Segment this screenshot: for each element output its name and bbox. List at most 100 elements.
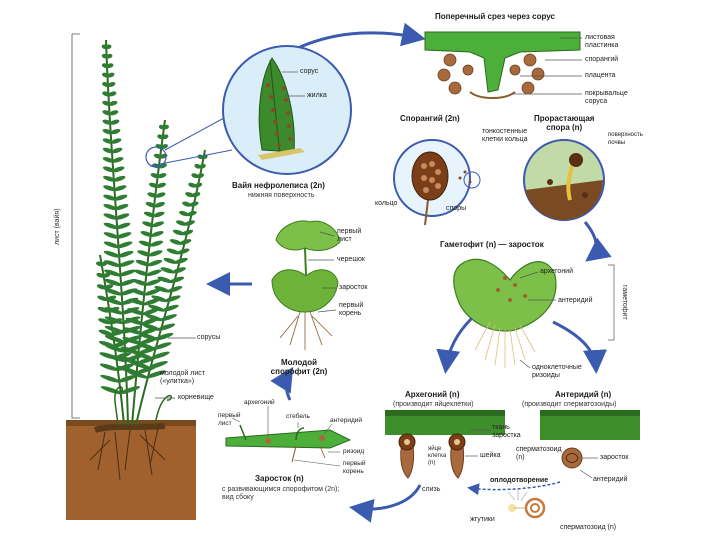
antheridium-panel [540,410,640,478]
sperm-label: сперматозоид (n) [516,446,564,462]
flagella-label: жгутики [470,516,495,524]
sperm-cell [508,490,544,517]
arrow-to-antheridium [553,322,596,368]
rhizoids-label: одноклеточные ризоиды [532,364,582,380]
zoom-line [165,118,224,150]
side-first-leaf-label: первый лист [218,412,241,428]
archegonium-title: Архегоний (n) [405,390,459,399]
pinna [163,257,178,265]
sperm-bottom-label: сперматозоид (n) [560,524,616,532]
pinna [169,275,185,284]
young-sporophyte-title: Молодой спорофит (2n) [264,358,334,376]
pinna [166,285,183,294]
archegonium-label: архегоний [540,268,573,276]
flagella [508,490,527,501]
antheridium-prothallus-label: заросток [600,454,628,462]
tissue-label: ткань заростка [492,424,521,440]
antheridium-subtitle: (производит сперматозоиды) [522,401,617,409]
archegonium-subtitle: (производит яйцеклетки) [393,401,473,409]
pinna [151,220,164,228]
sporangium-title: Спорангий (2n) [400,114,460,123]
arrow-to-archegonium [446,318,472,368]
spores-label: споры [446,205,466,213]
germinating-spore-title: Прорастающая спора (n) [534,114,594,132]
soil-surface-label: поверхность почвы [608,131,643,147]
arrow-to-gametophyte [585,222,596,258]
first-leaf-label: первый лист [337,228,361,244]
side-stem-label: стебель [286,413,310,421]
cs-label-indusium: покрывальце соруса [585,90,628,106]
side-archegonium-label: архегоний [244,399,275,407]
petiole-label: черешок [337,256,365,264]
cs-label-blade: листовая пластинка [585,34,618,50]
ring-label: кольцо [375,200,397,208]
rhizome-label: корневище [178,394,214,402]
gametophyte-side-label: гаметофит [621,285,628,320]
gametophyte-title: Гаметофит (n) — заросток [440,240,544,249]
rhizome [95,426,165,430]
pinna [149,239,164,247]
cs-label-placenta: плацента [585,72,615,80]
arrow-to-prothallus-side [355,485,420,509]
pinna [146,268,162,277]
arrow-to-young-sporophyte [286,372,290,400]
pinna [159,313,178,323]
soil [66,420,196,520]
young-sporophyte [272,221,340,350]
prothallus-side-title: Заросток (n) [255,474,304,483]
prothallus-body [226,430,350,448]
sporangium-view [394,140,480,225]
cross-section-title: Поперечный срез через сорус [435,12,555,21]
petiole [305,248,306,275]
pinna [148,249,163,258]
neck-label: шейка [480,452,501,460]
antheridium-title: Антеридий (n) [555,390,611,399]
young-leaf-label: молодой лист («улитка») [160,370,205,386]
prothallus [272,270,338,312]
sorus-label: сорус [300,68,318,76]
spore-body [569,153,583,167]
prothallus-label: заросток [339,284,367,292]
cs-label-sporangium: спорангий [585,56,618,64]
side-antheridium-label: антеридий [330,417,362,425]
leaf-bracket [72,34,80,418]
leaf-zoom-subtitle: нижняя поверхность [248,192,315,200]
leaf-vaiya-label: лист (вайя) [54,208,61,245]
young-roots [280,312,332,350]
pinna [149,350,170,361]
pinna [150,230,164,238]
sporangium-capsule [412,152,448,200]
arrow-to-cross-section [300,33,420,47]
prothallus-side-subtitle: с развивающимся спорофитом (2n); вид сбо… [222,486,339,502]
antheridium-body [562,448,582,468]
leaf-zoom-title: Вайя нефролеписа (2n) [232,181,325,190]
pinna [199,163,207,169]
germinating-spore-view [524,140,604,220]
pinna [156,322,175,332]
pinna [166,247,180,255]
adult-fern [66,34,232,520]
pinna [164,294,181,303]
pinna [152,341,173,351]
leaf-zoom [223,46,351,174]
pinna [147,259,163,268]
ring-cells-label: тонкостенные клетки кольца [482,128,528,144]
gametophyte-bracket [608,265,614,340]
pinna [169,238,182,246]
pinna [154,331,174,341]
mucus-label: слизь [422,486,440,494]
pinna [160,266,175,275]
antheridium-label: антеридий [558,297,593,305]
cross-section [425,32,582,98]
pinna [161,303,179,313]
sori-label: сорусы [197,334,220,342]
indusium [470,92,515,98]
fertilization-label: оплодотворение [490,476,548,485]
archegonium-panel [385,410,505,478]
vein-label: жилка [307,92,327,100]
antheridium-organ-label: антеридий [593,476,628,484]
side-rhizoid-label: ризоид [343,448,364,456]
side-first-root-label: первый корень [343,460,366,476]
egg-label: яйце клетка (n) [428,446,446,467]
